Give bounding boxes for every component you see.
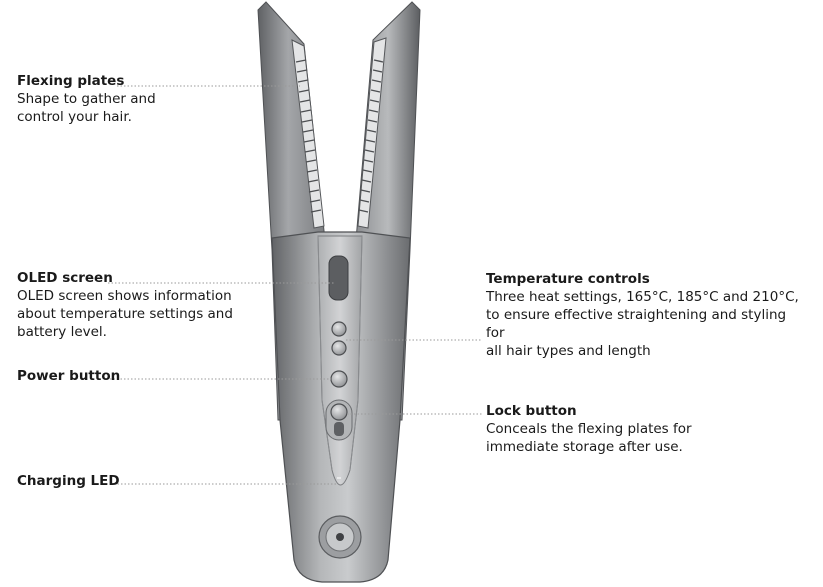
callout-oled-screen: OLED screen OLED screen shows informatio…: [17, 269, 247, 341]
callout-desc-oled-screen-2: about temperature settings and: [17, 306, 233, 322]
temp-up-button: [331, 321, 347, 337]
callout-temperature-controls: Temperature controls Three heat settings…: [486, 270, 806, 360]
callout-desc-oled-screen-3: battery level.: [17, 324, 107, 340]
callout-title-oled-screen: OLED screen: [17, 270, 113, 286]
callout-desc-flexing-plates-2: control your hair.: [17, 109, 132, 125]
lock-button-shape: [330, 403, 348, 421]
callout-title-charging-led: Charging LED: [17, 473, 120, 489]
callout-desc-oled-screen-1: OLED screen shows information: [17, 288, 232, 304]
callout-desc-temperature-controls-3: all hair types and length: [486, 343, 651, 359]
temp-down-button: [331, 340, 347, 356]
callout-lock-button: Lock button Conceals the flexing plates …: [486, 402, 786, 456]
callout-title-temperature-controls: Temperature controls: [486, 271, 650, 287]
callout-title-power-button: Power button: [17, 368, 121, 384]
callout-desc-lock-button-1: Conceals the flexing plates for: [486, 421, 692, 437]
left-plate-segments: [295, 59, 322, 213]
callout-title-flexing-plates: Flexing plates: [17, 73, 125, 89]
callout-charging-led: Charging LED: [17, 472, 137, 490]
callout-desc-lock-button-2: immediate storage after use.: [486, 439, 683, 455]
leader-lines: [108, 85, 482, 485]
panel-groove-left: [317, 235, 333, 471]
panel-groove-right: [349, 235, 363, 471]
lock-slot: [334, 422, 344, 436]
callout-desc-temperature-controls-1: Three heat settings, 165°C, 185°C and 21…: [486, 289, 799, 305]
charging-port-pin: [336, 533, 344, 541]
right-plate-segments: [358, 59, 384, 213]
power-button-shape: [330, 370, 348, 388]
callout-desc-temperature-controls-2: to ensure effective straightening and st…: [486, 307, 787, 341]
callout-desc-flexing-plates-1: Shape to gather and: [17, 91, 156, 107]
callout-flexing-plates: Flexing plates Shape to gather and contr…: [17, 72, 277, 126]
oled-screen: [328, 255, 349, 301]
callout-title-lock-button: Lock button: [486, 403, 577, 419]
callout-power-button: Power button: [17, 367, 137, 385]
